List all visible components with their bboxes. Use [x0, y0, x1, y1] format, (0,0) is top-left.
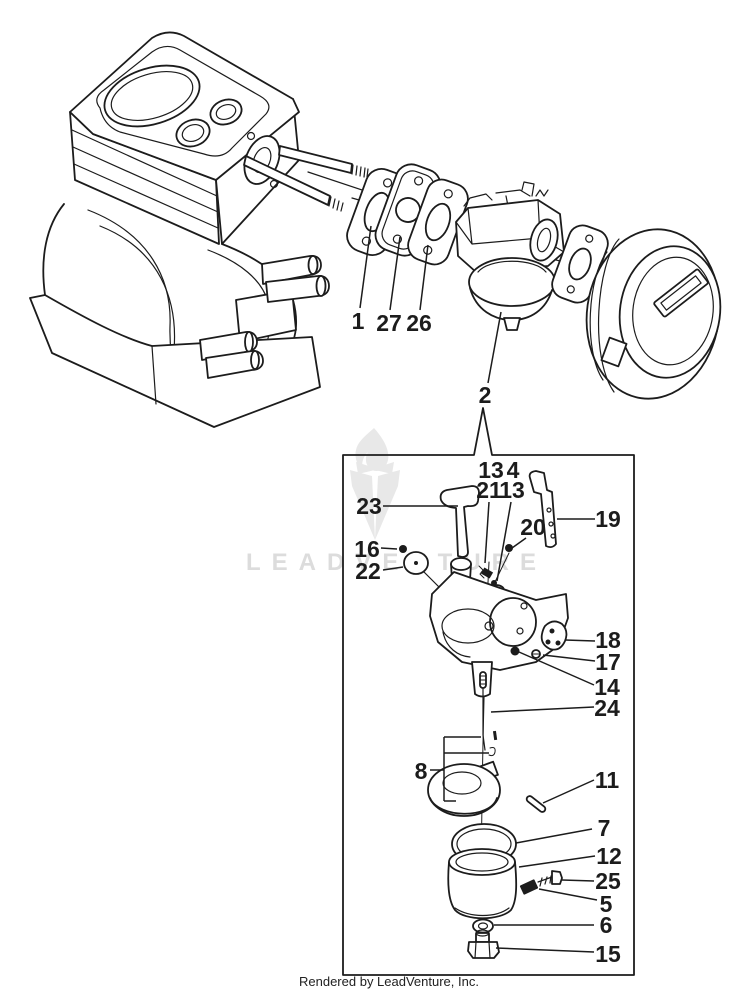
leader-line-25 [561, 879, 595, 882]
part-number-18[interactable]: 18 [595, 627, 621, 653]
cylinder-head [69, 31, 300, 245]
part-number-22[interactable]: 22 [355, 558, 381, 584]
needle-valve [479, 671, 498, 757]
part-number-13[interactable]: 13 [499, 477, 525, 503]
screw-14 [510, 646, 520, 656]
carburetor-detail-view [399, 470, 569, 959]
part-number-26[interactable]: 26 [406, 310, 432, 336]
head-studs [243, 145, 369, 212]
leader-line-16 [380, 547, 398, 550]
leader-line-2 [487, 311, 502, 384]
fitting-5 [519, 879, 539, 895]
leader-line-7 [515, 828, 593, 844]
bowl-screw [537, 870, 563, 887]
part-number-12[interactable]: 12 [596, 843, 622, 869]
screw-20 [493, 544, 513, 585]
plate-18 [540, 620, 568, 651]
part-number-11[interactable]: 11 [595, 767, 620, 793]
leader-line-17 [542, 654, 596, 662]
part-number-17[interactable]: 17 [595, 649, 621, 675]
part-number-20[interactable]: 20 [520, 514, 546, 540]
fuel-bowl [447, 848, 518, 920]
part-number-25[interactable]: 25 [595, 868, 621, 894]
mounting-bosses [199, 254, 330, 379]
leader-line-11 [542, 779, 595, 804]
leader-line-15 [495, 947, 595, 953]
leader-line-5 [538, 888, 598, 901]
part-number-19[interactable]: 19 [595, 506, 621, 532]
part-number-23[interactable]: 23 [356, 493, 382, 519]
leader-line-27 [389, 236, 401, 311]
screw-17 [531, 649, 541, 659]
part-number-8[interactable]: 8 [415, 758, 428, 784]
part-number-1[interactable]: 1 [352, 308, 365, 334]
leader-line-24 [490, 706, 595, 713]
carburetor-assembly [455, 181, 565, 331]
cylinder-bore [103, 64, 201, 128]
part-number-27[interactable]: 27 [376, 310, 402, 336]
part-number-13[interactable]: 13 [478, 457, 504, 483]
part-number-16[interactable]: 16 [354, 536, 380, 562]
leadventure-flame-v-logo-icon [350, 428, 400, 540]
leader-line-14 [518, 651, 595, 686]
part-number-15[interactable]: 15 [595, 941, 621, 967]
part-number-5[interactable]: 5 [600, 891, 613, 917]
leader-line-22 [382, 566, 404, 571]
leader-line-12 [518, 855, 596, 868]
footer-credit: Rendered by LeadVenture, Inc. [299, 974, 479, 989]
part-number-14[interactable]: 14 [594, 674, 620, 700]
part-number-2[interactable]: 2 [479, 382, 492, 408]
leader-line-13 [496, 501, 512, 582]
leader-line-18 [564, 639, 596, 642]
leader-line-26 [419, 244, 429, 311]
float-pin [525, 795, 547, 813]
cover-slot [653, 268, 709, 318]
screw-16 [399, 545, 407, 553]
air-cleaner-cover [585, 228, 722, 400]
part-number-7[interactable]: 7 [598, 815, 611, 841]
part-number-4[interactable]: 4 [507, 457, 520, 483]
part-number-24[interactable]: 24 [594, 695, 620, 721]
detail-box [342, 407, 635, 976]
leader-line-20 [511, 537, 527, 549]
washer [472, 918, 494, 934]
part-number-21[interactable]: 21 [476, 477, 502, 503]
leader-line-21 [484, 501, 490, 564]
float [427, 760, 501, 817]
choke-lever [439, 485, 480, 558]
leader-line-1 [359, 225, 372, 309]
float-bowl [468, 257, 556, 307]
bowl-nut [467, 929, 500, 959]
part-number-6[interactable]: 6 [600, 912, 613, 938]
engine-block [29, 31, 369, 428]
valve-ports [175, 98, 243, 148]
governor-lever [528, 470, 557, 549]
